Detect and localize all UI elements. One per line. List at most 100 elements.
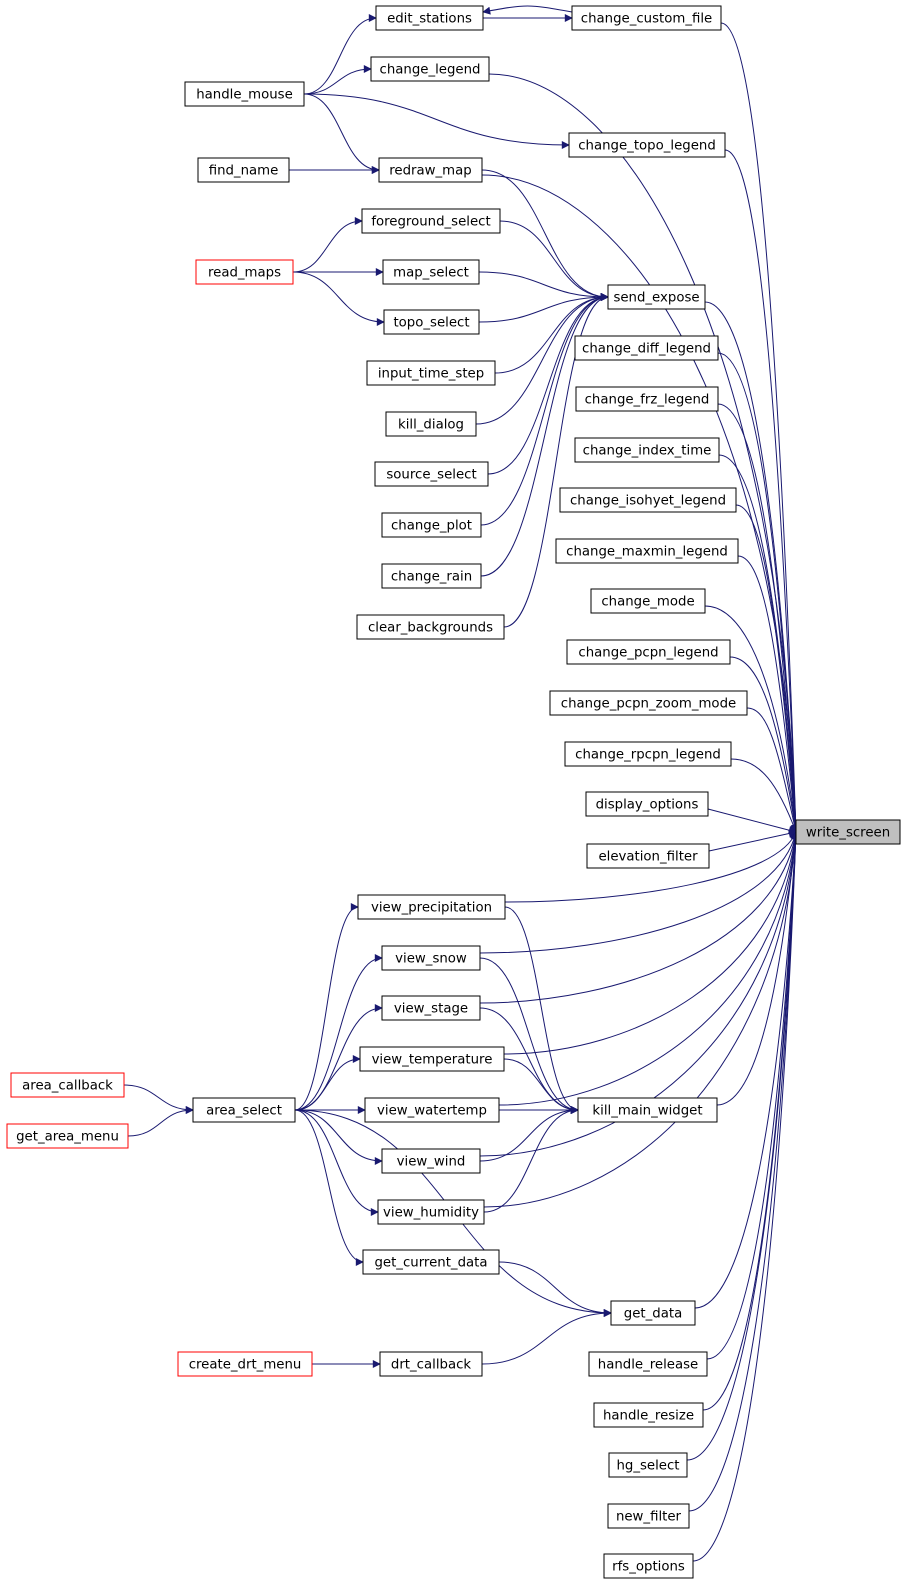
node-label: view_watertemp (377, 1104, 487, 1119)
node-view-precipitation[interactable]: view_precipitation (357, 894, 506, 920)
node-view-humidity[interactable]: view_humidity (377, 1199, 485, 1225)
node-rfs-options[interactable]: rfs_options (603, 1553, 694, 1579)
edge-view-humidity-to-write-screen (483, 831, 800, 1208)
node-handle-mouse[interactable]: handle_mouse (184, 81, 305, 107)
node-box (364, 1097, 500, 1123)
node-box (574, 335, 719, 361)
node-source-select[interactable]: source_select (374, 461, 489, 487)
node-box (381, 563, 482, 589)
node-box (379, 1351, 483, 1377)
edge-clear-backgrounds-to-send-expose (503, 293, 609, 628)
node-change-frz-legend[interactable]: change_frz_legend (575, 386, 719, 412)
node-area-select[interactable]: area_select (192, 1097, 296, 1123)
node-view-stage[interactable]: view_stage (381, 995, 481, 1021)
node-change-pcpn-legend[interactable]: change_pcpn_legend (566, 639, 731, 665)
node-box (375, 5, 484, 31)
node-kill-main-widget[interactable]: kill_main_widget (577, 1097, 718, 1123)
node-view-snow[interactable]: view_snow (381, 945, 481, 971)
node-read-maps[interactable]: read_maps (195, 259, 294, 285)
node-new-filter[interactable]: new_filter (607, 1503, 690, 1529)
node-change-custom-file[interactable]: change_custom_file (571, 5, 722, 31)
node-view-wind[interactable]: view_wind (381, 1148, 481, 1174)
node-box (381, 512, 482, 538)
edge-get-data-to-write-screen (694, 831, 800, 1309)
node-label: source_select (386, 468, 476, 483)
node-drt-callback[interactable]: drt_callback (379, 1351, 483, 1377)
node-box (10, 1072, 125, 1098)
edge-read-maps-to-topo-select (292, 271, 385, 326)
node-find-name[interactable]: find_name (197, 157, 290, 183)
edge-area-callback-to-area-select (123, 1084, 194, 1114)
node-edit-stations[interactable]: edit_stations (375, 5, 484, 31)
node-box (585, 791, 709, 817)
node-display-options[interactable]: display_options (585, 791, 709, 817)
node-get-data[interactable]: get_data (610, 1300, 696, 1326)
edge-view-wind-to-write-screen (479, 831, 800, 1157)
node-label: change_rpcpn_legend (575, 748, 721, 763)
edge-view-stage-to-write-screen (479, 831, 799, 1004)
node-label: change_isohyet_legend (570, 494, 726, 509)
edge-read-maps-to-foreground-select (292, 217, 363, 273)
node-box (549, 690, 748, 716)
node-change-legend[interactable]: change_legend (370, 56, 490, 82)
edge-hg-select-to-write-screen (686, 831, 800, 1461)
node-label: kill_dialog (398, 418, 464, 433)
edge-area-select-to-view-wind (294, 1109, 383, 1165)
node-label: handle_release (598, 1358, 698, 1373)
node-hg-select[interactable]: hg_select (608, 1452, 688, 1478)
node-change-pcpn-zoom-mode[interactable]: change_pcpn_zoom_mode (549, 690, 748, 716)
node-box (590, 588, 706, 614)
node-change-isohyet-legend[interactable]: change_isohyet_legend (559, 487, 737, 513)
node-box (377, 1199, 485, 1225)
node-topo-select[interactable]: topo_select (383, 309, 480, 335)
node-change-rpcpn-legend[interactable]: change_rpcpn_legend (564, 741, 732, 767)
node-box (385, 411, 477, 437)
edge-view-temperature-to-write-screen (503, 831, 800, 1055)
node-change-maxmin-legend[interactable]: change_maxmin_legend (555, 538, 739, 564)
edge-area-select-to-view-humidity (294, 1109, 379, 1216)
node-foreground-select[interactable]: foreground_select (361, 208, 501, 234)
node-input-time-step[interactable]: input_time_step (366, 360, 496, 386)
node-handle-release[interactable]: handle_release (588, 1351, 708, 1377)
node-view-temperature[interactable]: view_temperature (359, 1046, 505, 1072)
node-get-current-data[interactable]: get_current_data (362, 1249, 500, 1275)
node-box (361, 208, 501, 234)
node-handle-resize[interactable]: handle_resize (593, 1402, 704, 1428)
node-map-select[interactable]: map_select (382, 259, 480, 285)
node-label: read_maps (208, 266, 281, 281)
node-elevation-filter[interactable]: elevation_filter (586, 843, 710, 869)
node-get-area-menu[interactable]: get_area_menu (6, 1123, 129, 1149)
node-box (555, 538, 739, 564)
edge-handle-mouse-to-edit-stations (303, 14, 377, 95)
node-change-mode[interactable]: change_mode (590, 588, 706, 614)
edge-view-watertemp-to-write-screen (498, 831, 800, 1106)
edge-foreground-select-to-send-expose (499, 220, 609, 301)
node-send-expose[interactable]: send_expose (607, 284, 706, 310)
edge-change-mode-to-write-screen (704, 605, 800, 833)
node-label: change_index_time (583, 444, 712, 459)
node-redraw-map[interactable]: redraw_map (378, 157, 483, 183)
node-clear-backgrounds[interactable]: clear_backgrounds (356, 614, 505, 640)
edge-handle-mouse-to-change-topo-legend (303, 93, 570, 149)
node-label: change_pcpn_zoom_mode (561, 697, 736, 712)
edge-area-select-to-view-snow (294, 954, 383, 1111)
node-kill-dialog[interactable]: kill_dialog (385, 411, 477, 437)
node-change-index-time[interactable]: change_index_time (574, 437, 720, 463)
node-box (575, 386, 719, 412)
node-change-plot[interactable]: change_plot (381, 512, 482, 538)
edge-change-topo-legend-to-write-screen (724, 149, 800, 833)
node-label: find_name (209, 164, 279, 179)
edge-view-snow-to-kill-main-widget (479, 957, 579, 1114)
node-change-topo-legend[interactable]: change_topo_legend (568, 132, 726, 158)
node-create-drt-menu[interactable]: create_drt_menu (177, 1351, 313, 1377)
node-box (359, 1046, 505, 1072)
edge-change-maxmin-legend-to-write-screen (737, 555, 800, 833)
node-view-watertemp[interactable]: view_watertemp (364, 1097, 500, 1123)
node-change-diff-legend[interactable]: change_diff_legend (574, 335, 719, 361)
node-label: view_precipitation (371, 901, 492, 916)
edge-kill-dialog-to-send-expose (475, 293, 609, 425)
node-change-rain[interactable]: change_rain (381, 563, 482, 589)
node-area-callback[interactable]: area_callback (10, 1072, 125, 1098)
node-write-screen[interactable]: write_screen (795, 819, 901, 845)
